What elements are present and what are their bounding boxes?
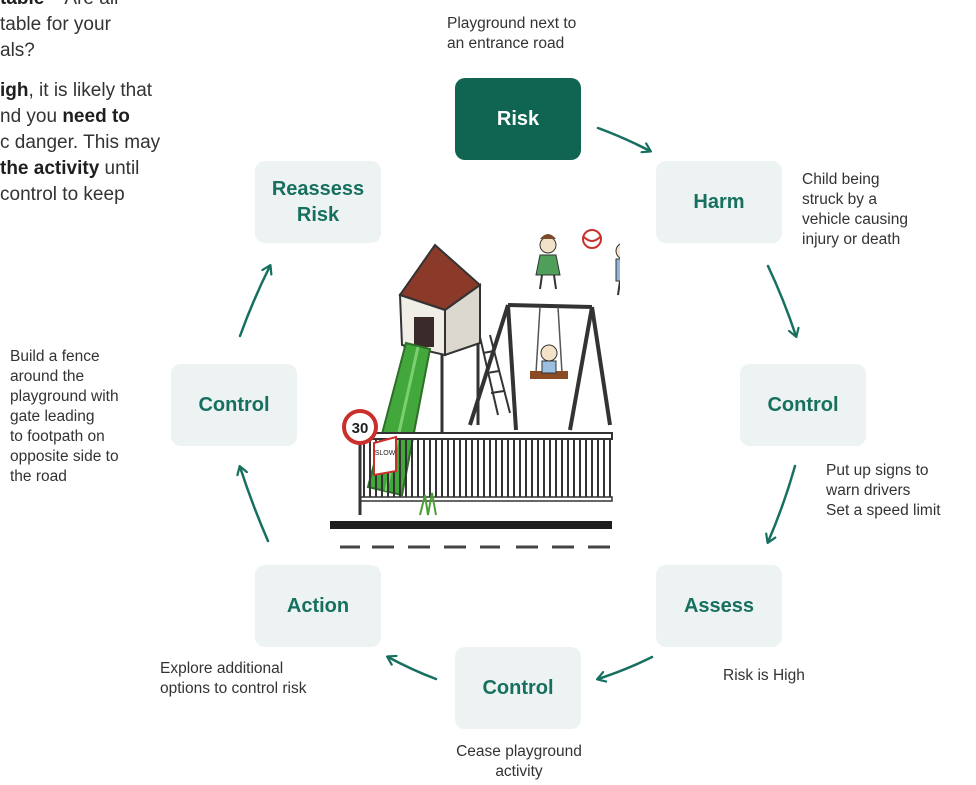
reassess-risk-node[interactable]: Reassess Risk xyxy=(255,161,381,243)
child-on-swing-body xyxy=(541,360,557,374)
child-boy xyxy=(615,243,620,296)
ball xyxy=(582,229,602,249)
note-line: options to control risk xyxy=(160,680,307,697)
risk-note: Playground next to an entrance road xyxy=(447,14,576,54)
grass-tuft xyxy=(419,492,437,516)
intro-bold-term: need to xyxy=(62,106,130,127)
arrow-risk-to-harm xyxy=(596,126,650,151)
control-node-bottom[interactable]: Control xyxy=(455,647,581,729)
house-door xyxy=(414,317,434,347)
intro-text-run: table for your xyxy=(0,14,111,35)
control-node-right[interactable]: Control xyxy=(740,364,866,446)
arrow-control-to-reassess xyxy=(238,266,270,338)
note-line: to footpath on xyxy=(10,428,105,445)
action-note: Explore additional options to control ri… xyxy=(160,659,306,699)
risk-node-label: Risk xyxy=(496,108,540,130)
control-right-label: Control xyxy=(767,394,839,416)
note-line: Child being xyxy=(802,171,880,188)
intro-text-run: c danger. This may xyxy=(0,132,161,153)
intro-text: table – Are all table for your als? igh,… xyxy=(0,0,225,222)
note-line: Build a fence xyxy=(10,348,100,365)
speed-limit-sign xyxy=(342,409,378,445)
harm-node-label: Harm xyxy=(693,191,745,213)
assess-node-label: Assess xyxy=(683,595,755,617)
intro-bold-term: the activity xyxy=(0,158,100,179)
note-line: playground with xyxy=(10,388,119,405)
note-line: Put up signs to xyxy=(826,462,929,479)
intro-paragraph-1: table – Are all table for your als? xyxy=(0,0,225,64)
slow-sign xyxy=(373,435,397,477)
note-line: Explore additional xyxy=(160,660,284,677)
note-line: struck by a xyxy=(802,191,877,208)
road-edge xyxy=(330,521,612,529)
arrow-action-to-control xyxy=(240,467,270,543)
reassess-risk-label: Reassess Risk xyxy=(272,176,364,228)
note-line: Playground next to xyxy=(447,15,577,32)
note-line: around the xyxy=(10,368,85,385)
arrow-control-to-action xyxy=(388,657,438,681)
note-line: opposite side to xyxy=(10,448,119,465)
assess-note: Risk is High xyxy=(723,666,805,686)
swing-seat xyxy=(530,371,568,379)
control-bottom-label: Control xyxy=(482,677,554,699)
intro-text-run: – Are all xyxy=(44,0,119,9)
intro-text-run: nd you xyxy=(0,106,63,127)
risk-node[interactable]: Risk xyxy=(455,78,581,160)
house-side xyxy=(444,283,481,357)
action-node-label: Action xyxy=(286,595,350,617)
arrow-control-to-assess xyxy=(768,464,797,542)
control-bottom-note: Cease playground activity xyxy=(426,742,612,782)
swing-ropes xyxy=(535,306,563,374)
child-on-swing xyxy=(540,344,558,362)
note-line: warn drivers xyxy=(826,482,911,499)
child-girl xyxy=(535,234,561,290)
intro-paragraph-2: igh, it is likely that nd you need to c … xyxy=(0,78,225,208)
note-line: Cease playground xyxy=(456,743,582,760)
note-line: Set a speed limit xyxy=(826,502,941,519)
speed-limit-value: 30 xyxy=(352,420,369,437)
arrow-assess-to-control xyxy=(598,655,654,679)
intro-bold-term: table xyxy=(0,0,44,9)
intro-text-run: control to keep xyxy=(0,184,125,205)
intro-bold-term: igh xyxy=(0,80,29,101)
control-right-note: Put up signs to warn drivers Set a speed… xyxy=(826,461,941,521)
intro-text-run: until xyxy=(99,158,140,179)
note-line: Risk is High xyxy=(723,667,805,684)
harm-note: Child being struck by a vehicle causing … xyxy=(802,170,908,250)
reassess-line-2: Risk xyxy=(296,204,340,226)
slow-sign-text: SLOW xyxy=(375,450,396,457)
control-left-label: Control xyxy=(198,394,270,416)
assess-node[interactable]: Assess xyxy=(656,565,782,647)
swing-frame xyxy=(468,303,612,431)
note-line: vehicle causing xyxy=(802,211,908,228)
action-node[interactable]: Action xyxy=(255,565,381,647)
playground-illustration: 30 SLOW xyxy=(330,229,620,549)
note-line: gate leading xyxy=(10,408,95,425)
control-left-note: Build a fence around the playground with… xyxy=(10,347,119,487)
note-line: activity xyxy=(495,763,543,780)
note-line: the road xyxy=(10,468,67,485)
control-node-left[interactable]: Control xyxy=(171,364,297,446)
note-line: injury or death xyxy=(802,231,901,248)
note-line: an entrance road xyxy=(447,35,565,52)
house-ladder xyxy=(479,334,511,416)
intro-text-run: , it is likely that xyxy=(28,80,153,101)
intro-text-run: als? xyxy=(0,40,35,61)
harm-node[interactable]: Harm xyxy=(656,161,782,243)
arrow-harm-to-control xyxy=(766,264,796,336)
reassess-line-1: Reassess xyxy=(271,178,365,200)
